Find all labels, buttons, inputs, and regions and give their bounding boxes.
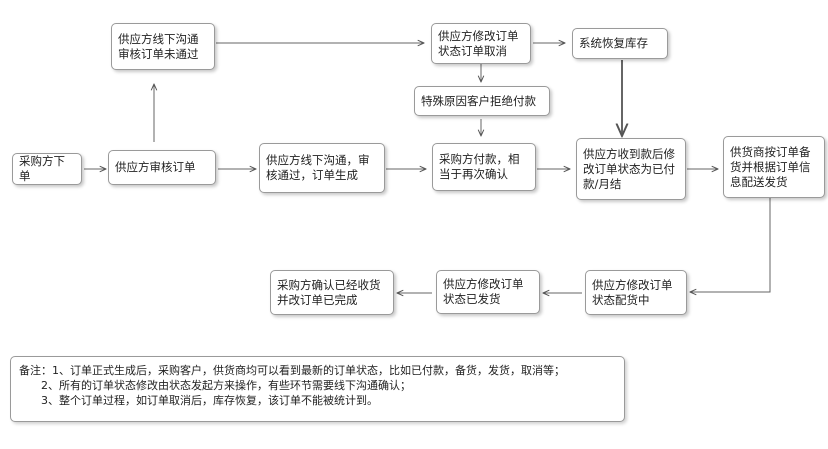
node-supplier-review: 供应方审核订单 <box>108 150 216 185</box>
node-label: 供应方线下沟通审核订单未通过 <box>118 31 199 61</box>
node-label: 供应方线下沟通，审核通过，订单生成 <box>266 153 370 182</box>
arrow-ship-to-preparing <box>690 198 771 292</box>
node-supplier-received: 供应方收到款后修改订单状态为已付款/月结 <box>576 138 686 200</box>
node-label: 供应方审核订单 <box>115 160 196 174</box>
node-label: 供应方收到款后修改订单状态为已付款/月结 <box>583 146 675 191</box>
node-purchaser-order: 采购方下单 <box>12 153 82 185</box>
node-label: 供应方修改订单状态配货中 <box>592 277 673 307</box>
node-offline-pass: 供应方线下沟通，审核通过，订单生成 <box>259 143 385 193</box>
node-label: 采购方确认已经收货并改订单已完成 <box>277 277 381 307</box>
note-line-1: 备注：1、订单正式生成后，采购客户，供货商均可以看到最新的订单状态，比如已付款，… <box>19 364 565 377</box>
node-modify-cancel: 供应方修改订单状态订单取消 <box>431 23 531 64</box>
node-label: 特殊原因客户拒绝付款 <box>421 93 536 108</box>
node-restore-stock: 系统恢复库存 <box>572 28 668 59</box>
node-purchaser-pay: 采购方付款，相当于再次确认 <box>432 143 536 191</box>
node-label: 供应方修改订单状态已发货 <box>443 277 524 306</box>
node-label: 采购方付款，相当于再次确认 <box>439 152 520 181</box>
node-label: 系统恢复库存 <box>579 36 648 50</box>
node-label: 供应方修改订单状态订单取消 <box>438 28 519 58</box>
node-label: 采购方下单 <box>19 154 65 183</box>
node-ship-goods: 供货商按订单备货并根据订单信息配送发货 <box>723 136 825 198</box>
node-offline-fail: 供应方线下沟通审核订单未通过 <box>111 23 215 70</box>
node-reject-payment: 特殊原因客户拒绝付款 <box>414 86 550 116</box>
node-purchaser-confirm: 采购方确认已经收货并改订单已完成 <box>270 270 394 315</box>
node-label: 供货商按订单备货并根据订单信息配送发货 <box>730 144 811 189</box>
note-box: 备注：1、订单正式生成后，采购客户，供货商均可以看到最新的订单状态，比如已付款，… <box>10 356 625 422</box>
note-line-2: 2、所有的订单状态修改由状态发起方来操作，有些环节需要线下沟通确认； <box>41 379 411 392</box>
note-line-3: 3、整个订单过程，如订单取消后，库存恢复，该订单不能被统计到。 <box>41 394 378 407</box>
node-status-shipped: 供应方修改订单状态已发货 <box>436 270 540 314</box>
node-status-preparing: 供应方修改订单状态配货中 <box>585 270 687 315</box>
